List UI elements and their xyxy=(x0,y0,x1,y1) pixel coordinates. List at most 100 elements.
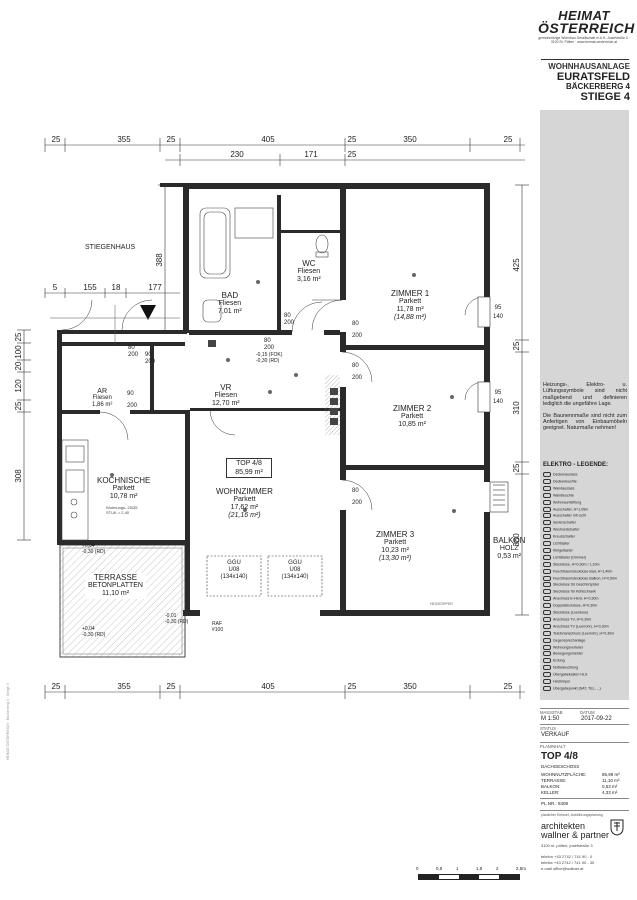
legend-item-label: Gegensprechanlage xyxy=(553,638,586,643)
ggu-2-sub: U08 xyxy=(289,567,301,573)
door-7-h: 200 xyxy=(128,352,139,358)
legend-item: Steckdose für Kühlschrank xyxy=(543,589,629,595)
dim-top-1: 25 xyxy=(52,135,61,144)
legend-item-label: Ausschalter, H=1,05m xyxy=(553,506,589,511)
dim-right-3: 310 xyxy=(512,401,521,415)
tb-line-3 xyxy=(540,742,629,743)
legend-item: Serienschalter xyxy=(543,520,629,526)
raf-label: RAF #100 xyxy=(212,621,223,633)
room-ar-floor: Fliesen xyxy=(92,395,112,401)
room-balkon-name: BALKON xyxy=(493,536,526,545)
door-label-7: 80 200 xyxy=(128,345,138,359)
door-label-1: 80 200 xyxy=(352,318,362,342)
legend-symbol-icon xyxy=(543,685,551,691)
room-wohnzimmer-area2: (21,16 m²) xyxy=(228,512,261,519)
top-box-unit: TOP 4/8 xyxy=(236,460,262,467)
legend-symbol-icon xyxy=(543,520,551,526)
dim-top2-1: 230 xyxy=(230,150,244,159)
dim-bottom-7: 25 xyxy=(504,682,513,691)
shower-tray xyxy=(234,207,274,239)
legend-title: ELEKTRO - LEGENDE: xyxy=(543,462,609,468)
room-wohnzimmer: WOHNZIMMER Parkett 17,62 m² (21,16 m²) xyxy=(216,488,273,520)
vertical-watermark: HEIMAT ÖSTERREICH · Bäckerberg 4 · Stieg… xyxy=(6,683,10,760)
room-kochnische-area: 10,78 m² xyxy=(109,493,138,500)
terrace-area xyxy=(59,544,186,658)
legend-item-label: Wohnraumlüftung xyxy=(553,500,582,505)
raf-text: RAF xyxy=(212,621,222,627)
legend-item: Steckdose für Geschirrspüler xyxy=(543,582,629,588)
dim-stair-3: 18 xyxy=(112,283,121,292)
ggu-1-label: GGU xyxy=(227,560,241,566)
door-3-h: 200 xyxy=(352,500,363,506)
door-label-2: 80 200 xyxy=(352,360,362,384)
dimension-bottom xyxy=(44,685,525,699)
door-4-w: 90 xyxy=(127,391,134,397)
legend-item-label: Kreuzschalter xyxy=(553,534,575,539)
room-wohnzimmer-area: 17,62 m² xyxy=(230,504,259,511)
area-row-label: KELLER: xyxy=(541,790,560,795)
room-vr-area: 12,70 m² xyxy=(212,400,240,407)
legend-symbol-icon xyxy=(543,589,551,595)
legend-item-label: Bewegungsmelder xyxy=(553,651,583,656)
legend-symbol-icon xyxy=(543,554,551,560)
toilet xyxy=(315,234,329,254)
scale-tick-label: 2 xyxy=(496,866,499,871)
room-bad-floor: Fliesen xyxy=(218,300,242,307)
legend-item-label: Übergabepunkt (SAT, TEL, ...) xyxy=(553,686,601,691)
legend-symbol-icon xyxy=(543,547,551,553)
project-street: BÄCKERBERG 4 xyxy=(565,82,630,91)
legend-symbol-icon xyxy=(543,561,551,567)
stair-marker xyxy=(50,305,180,345)
room-zimmer2-area: 10,85 m² xyxy=(398,421,426,428)
area-row-label: BALKON: xyxy=(541,784,561,789)
room-terrasse: TERRASSE BETONPLATTEN 11,10 m² xyxy=(85,573,146,599)
legend-symbol-icon xyxy=(543,485,551,491)
legend-item: Feuchtraumsteckdose Balkon, H=0,50m xyxy=(543,575,629,581)
room-vr-floor: Fliesen xyxy=(214,392,238,399)
room-zimmer3-area: 10,23 m² xyxy=(381,547,409,554)
level-terrace-edge: -0,01 -0,30 (RD) xyxy=(165,613,188,625)
level-kitchen-1: +0,04 xyxy=(82,543,95,549)
legend-item-label: Feuchtraumsteckdose Balkon, H=0,50m xyxy=(553,575,618,580)
room-kochnische-floor: Parkett xyxy=(112,485,135,492)
roof-windows xyxy=(206,555,323,597)
legend-item: Ausschalter, H=1,05m xyxy=(543,506,629,512)
room-zimmer2-name: ZIMMER 2 xyxy=(393,404,432,413)
legend-item-label: Wandauslass xyxy=(553,486,575,491)
room-vr: VR Fliesen 12,70 m² xyxy=(212,384,240,408)
legend-item: Klingeltaster xyxy=(543,547,629,553)
legend-symbol-icon xyxy=(543,644,551,650)
room-zimmer2-floor: Parkett xyxy=(401,413,424,420)
tb-line-4 xyxy=(540,798,629,799)
legend-item-label: Telefonanschluss (Leerrohr), H=0,30m xyxy=(553,631,615,636)
room-terrasse-area: 11,10 m² xyxy=(101,590,130,597)
legend-symbol-icon xyxy=(543,513,551,519)
tb-arch-address: 3100 st. pölten, josefstraße 3 xyxy=(541,843,593,848)
legend-item-label: Wechselschalter xyxy=(553,527,580,532)
legend-item: Wohnraumlüftung xyxy=(543,499,629,505)
level-terrace-1: +0,04 xyxy=(82,626,95,632)
tb-line-1 xyxy=(540,708,629,709)
room-kochnische-name: KOCHNISCHE xyxy=(97,476,151,485)
tb-plan-no: PL.NR.: 8408 xyxy=(541,801,569,806)
level-kitchen: +0,04 -0,30 (RD) xyxy=(82,543,105,555)
tb-status-label: STATUS xyxy=(540,726,556,731)
level-kitchen-2: -0,30 (RD) xyxy=(82,549,106,555)
legend-item-label: Deckenauslass xyxy=(553,472,578,477)
architect-line2: wallner & partner xyxy=(541,830,610,840)
legend-item: Lichttaster xyxy=(543,541,629,546)
room-wohnzimmer-floor: Parkett xyxy=(233,496,256,503)
legend-symbol-icon xyxy=(543,527,551,533)
area-row-value: 0,53 m² xyxy=(602,784,618,789)
notes-block: Heizungs-, Elektro- u. Lüftungssymbole s… xyxy=(543,382,627,437)
legend-item-label: Steckdose für Geschirrspüler xyxy=(553,582,600,587)
electrical-symbols xyxy=(110,273,456,513)
legend-symbol-icon xyxy=(543,492,551,498)
legend-symbol-icon xyxy=(543,575,551,581)
room-balkon: BALKON HOLZ 0,53 m² xyxy=(493,537,525,561)
room-zimmer1-area2: (14,88 m²) xyxy=(393,314,427,321)
dim-bottom-1: 25 xyxy=(52,682,61,691)
tb-planinhalt-label: PLANINHALT xyxy=(540,744,566,749)
tb-line-2 xyxy=(540,724,629,725)
room-zimmer2: ZIMMER 2 Parkett 10,85 m² xyxy=(393,405,431,429)
